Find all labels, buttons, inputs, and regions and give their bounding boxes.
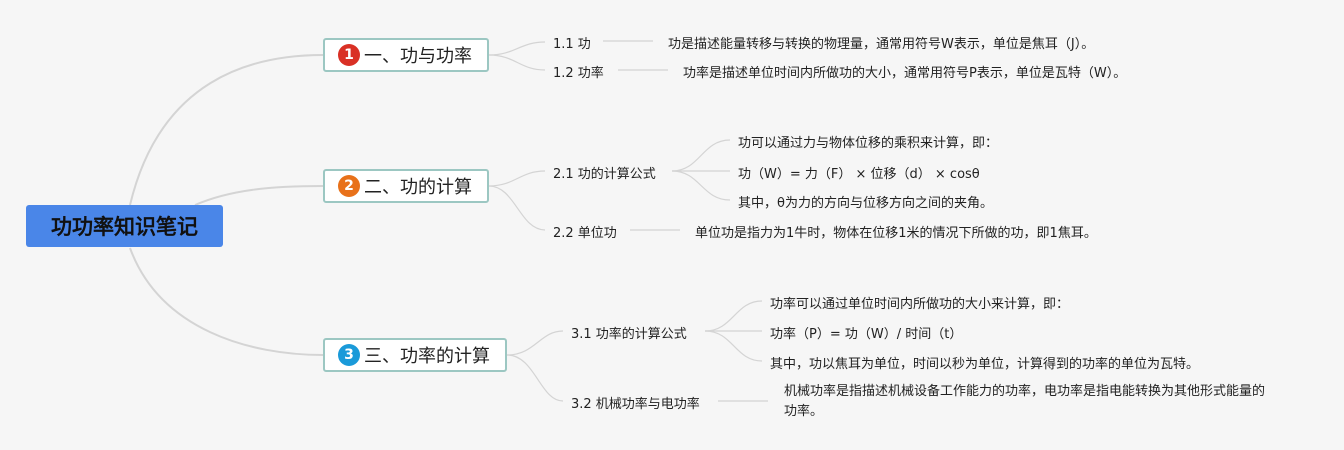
detail-1-1: 功是描述能量转移与转换的物理量，通常用符号W表示，单位是焦耳（J）。 <box>668 37 1095 52</box>
topic-1-1[interactable]: 1.1 功 <box>553 37 591 52</box>
detail-2-2: 单位功是指力为1牛时，物体在位移1米的情况下所做的功，即1焦耳。 <box>695 226 1097 241</box>
branch-node-1[interactable]: 1 一、功与功率 <box>323 38 489 72</box>
root-node[interactable]: 功功率知识笔记 <box>26 205 223 247</box>
branch-label: 一、功与功率 <box>364 46 472 67</box>
root-title: 功功率知识笔记 <box>51 215 198 239</box>
number-badge-2: 2 <box>338 175 360 197</box>
detail-3-2: 机械功率是指描述机械设备工作能力的功率，电功率是指电能转换为其他形式能量的功率。 <box>784 384 1266 419</box>
topic-1-2[interactable]: 1.2 功率 <box>553 66 604 81</box>
number-badge-3: 3 <box>338 344 360 366</box>
detail-2-1-b: 功（W）= 力（F） × 位移（d） × cosθ <box>738 167 980 182</box>
detail-3-1-b: 功率（P）= 功（W）/ 时间（t） <box>770 327 963 342</box>
branch-label: 二、功的计算 <box>364 177 472 198</box>
topic-2-2[interactable]: 2.2 单位功 <box>553 226 617 241</box>
topic-3-1[interactable]: 3.1 功率的计算公式 <box>571 327 687 342</box>
topic-2-1[interactable]: 2.1 功的计算公式 <box>553 167 656 182</box>
detail-3-1-c: 其中，功以焦耳为单位，时间以秒为单位，计算得到的功率的单位为瓦特。 <box>770 357 1200 372</box>
number-badge-1: 1 <box>338 44 360 66</box>
topic-3-2[interactable]: 3.2 机械功率与电功率 <box>571 397 700 412</box>
branch-node-3[interactable]: 3 三、功率的计算 <box>323 338 507 372</box>
branch-label: 三、功率的计算 <box>364 346 490 367</box>
detail-3-1-a: 功率可以通过单位时间内所做功的大小来计算，即： <box>770 297 1070 312</box>
detail-1-2: 功率是描述单位时间内所做功的大小，通常用符号P表示，单位是瓦特（W）。 <box>683 66 1127 81</box>
detail-2-1-a: 功可以通过力与物体位移的乘积来计算，即： <box>738 136 999 151</box>
branch-node-2[interactable]: 2 二、功的计算 <box>323 169 489 203</box>
detail-2-1-c: 其中，θ为力的方向与位移方向之间的夹角。 <box>738 196 993 211</box>
